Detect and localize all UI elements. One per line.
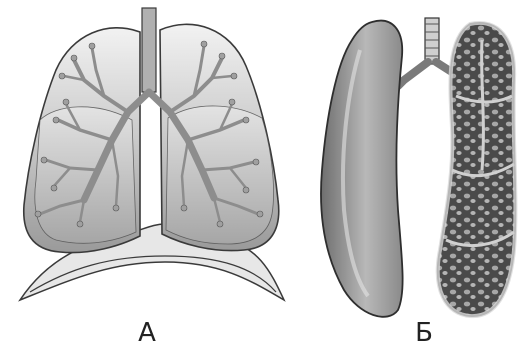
solid-lung [321,21,403,317]
lungs-diagram-b [321,18,515,317]
lungs-diagram-a [20,8,284,300]
caption-a: А [127,320,167,346]
trachea [142,8,156,92]
caption-b: Б [404,320,444,346]
